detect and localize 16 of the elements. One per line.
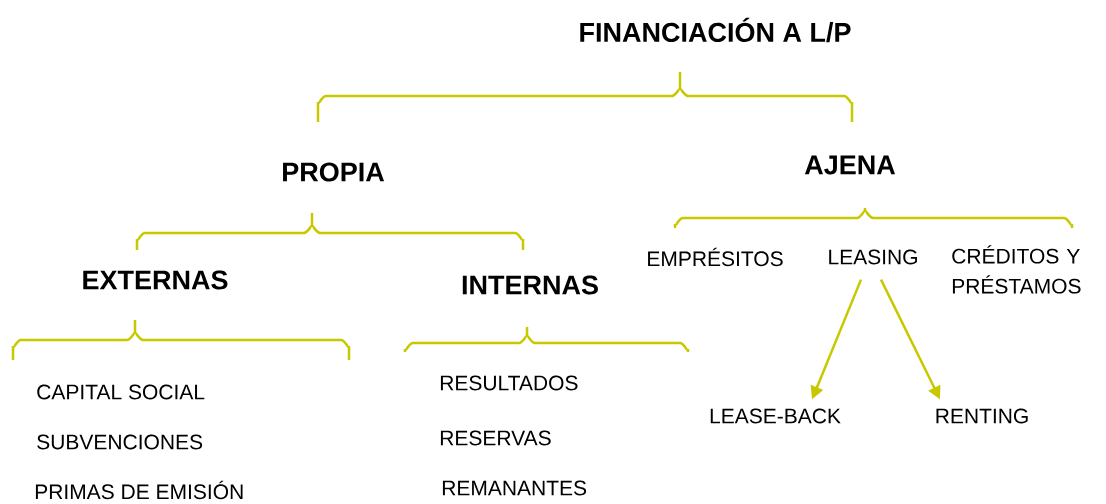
- list-item: RENTING: [936, 408, 1028, 424]
- list-item: EMPRÉSITOS: [648, 247, 783, 267]
- category-heading: PROPIA: [283, 162, 385, 182]
- list-item: CAPITAL SOCIAL: [37, 384, 205, 400]
- list-item: LEASE-BACK: [710, 408, 841, 424]
- list-item: RESULTADOS: [440, 375, 578, 391]
- list-item: RESERVAS: [440, 430, 551, 446]
- list-item: CRÉDITOS Y PRÉSTAMOS: [952, 245, 1081, 294]
- list-item: PRIMAS DE EMISIÓN: [35, 480, 243, 500]
- list-item: REMANANTES: [442, 480, 587, 496]
- category-heading: AJENA: [804, 155, 896, 175]
- category-heading: INTERNAS: [462, 275, 598, 295]
- title: FINANCIACIÓN A L/P: [580, 17, 851, 43]
- list-item: LEASING: [829, 249, 917, 265]
- category-heading: EXTERNAS: [83, 270, 228, 290]
- list-item: SUBVENCIONES: [37, 434, 203, 450]
